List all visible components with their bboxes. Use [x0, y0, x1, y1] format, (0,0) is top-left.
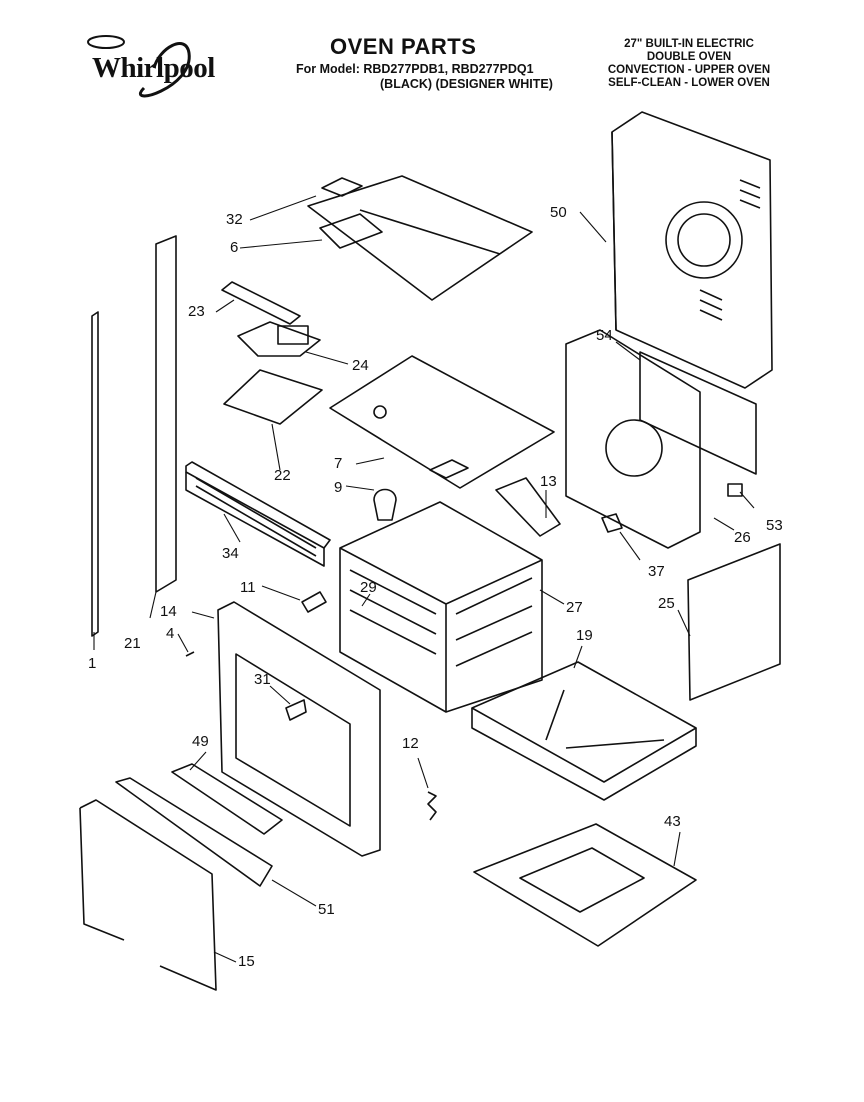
- callout-15: 15: [238, 953, 255, 970]
- callout-11: 11: [240, 579, 256, 596]
- part-11-light-socket: [301, 591, 327, 613]
- part-34-vent-grille: [185, 461, 331, 567]
- part-23-bracket: [221, 281, 301, 325]
- part-1-side-strip: [91, 311, 99, 637]
- part-31-sensor: [285, 699, 307, 721]
- callout-23: 23: [188, 303, 205, 320]
- part-37-fan-blade: [601, 513, 623, 533]
- part-27-oven-cavity: [339, 501, 543, 713]
- part-4-screw: [185, 651, 195, 657]
- part-54-convection-baffle: [565, 329, 757, 549]
- callout-9: 9: [334, 479, 343, 496]
- callout-43: 43: [664, 813, 681, 830]
- whirlpool-logo-swoosh: [87, 35, 191, 98]
- part-51-door-trim: [115, 777, 273, 887]
- callout-53: 53: [766, 517, 783, 534]
- part-14-front-frame: [217, 601, 381, 857]
- callout-4: 4: [166, 625, 175, 642]
- part-49-vent-duct: [171, 763, 283, 835]
- part-24-switch-assembly: [237, 321, 321, 357]
- part-12-spring: [427, 791, 437, 821]
- part-22-plate: [223, 369, 323, 425]
- callout-25: 25: [658, 595, 675, 612]
- callout-27: 27: [566, 599, 583, 616]
- callout-leaders: [93, 195, 755, 963]
- appliance-description: 27" BUILT-IN ELECTRIC DOUBLE OVEN CONVEC…: [574, 38, 804, 90]
- callout-22: 22: [274, 467, 291, 484]
- description-line: 27" BUILT-IN ELECTRIC: [624, 38, 754, 50]
- callout-31: 31: [254, 671, 271, 688]
- part-19-bottom-panel: [471, 661, 697, 801]
- part-7-oven-top: [329, 355, 555, 489]
- callout-24: 24: [352, 357, 369, 374]
- callout-37: 37: [648, 563, 665, 580]
- callout-26: 26: [734, 529, 751, 546]
- callout-54: 54: [596, 327, 613, 344]
- part-53-clip: [727, 483, 743, 497]
- part-9-fan-motor: [373, 488, 397, 521]
- part-50-rear-panel: [611, 111, 773, 389]
- part-25-side-panel: [687, 543, 781, 701]
- callout-12: 12: [402, 735, 419, 752]
- callout-32: 32: [226, 211, 243, 228]
- part-21-side-trim: [155, 235, 177, 593]
- callout-34: 34: [222, 545, 239, 562]
- model-numbers: For Model: RBD277PDB1, RBD277PDQ1: [296, 62, 534, 76]
- callout-29: 29: [360, 579, 377, 596]
- part-43-burner-box: [473, 823, 697, 947]
- callout-49: 49: [192, 733, 209, 750]
- description-line: CONVECTION - UPPER OVEN: [607, 64, 771, 76]
- part-15-door-gasket: [79, 799, 217, 991]
- callout-1: 1: [88, 655, 97, 672]
- part-13-element: [495, 477, 561, 537]
- callout-51: 51: [318, 901, 335, 918]
- model-variants: (BLACK) (DESIGNER WHITE): [380, 77, 553, 91]
- whirlpool-logo: Whirlpool: [92, 52, 215, 84]
- callout-13: 13: [540, 473, 557, 490]
- callout-7: 7: [334, 455, 343, 472]
- callout-50: 50: [550, 204, 567, 221]
- callout-19: 19: [576, 627, 593, 644]
- callout-6: 6: [230, 239, 239, 256]
- description-line: SELF-CLEAN - LOWER OVEN: [608, 77, 770, 89]
- description-line: DOUBLE OVEN: [646, 51, 732, 63]
- page-title: OVEN PARTS: [330, 34, 477, 59]
- callout-14: 14: [160, 603, 177, 620]
- callout-21: 21: [124, 635, 141, 652]
- part-6-top-panel: [307, 175, 533, 301]
